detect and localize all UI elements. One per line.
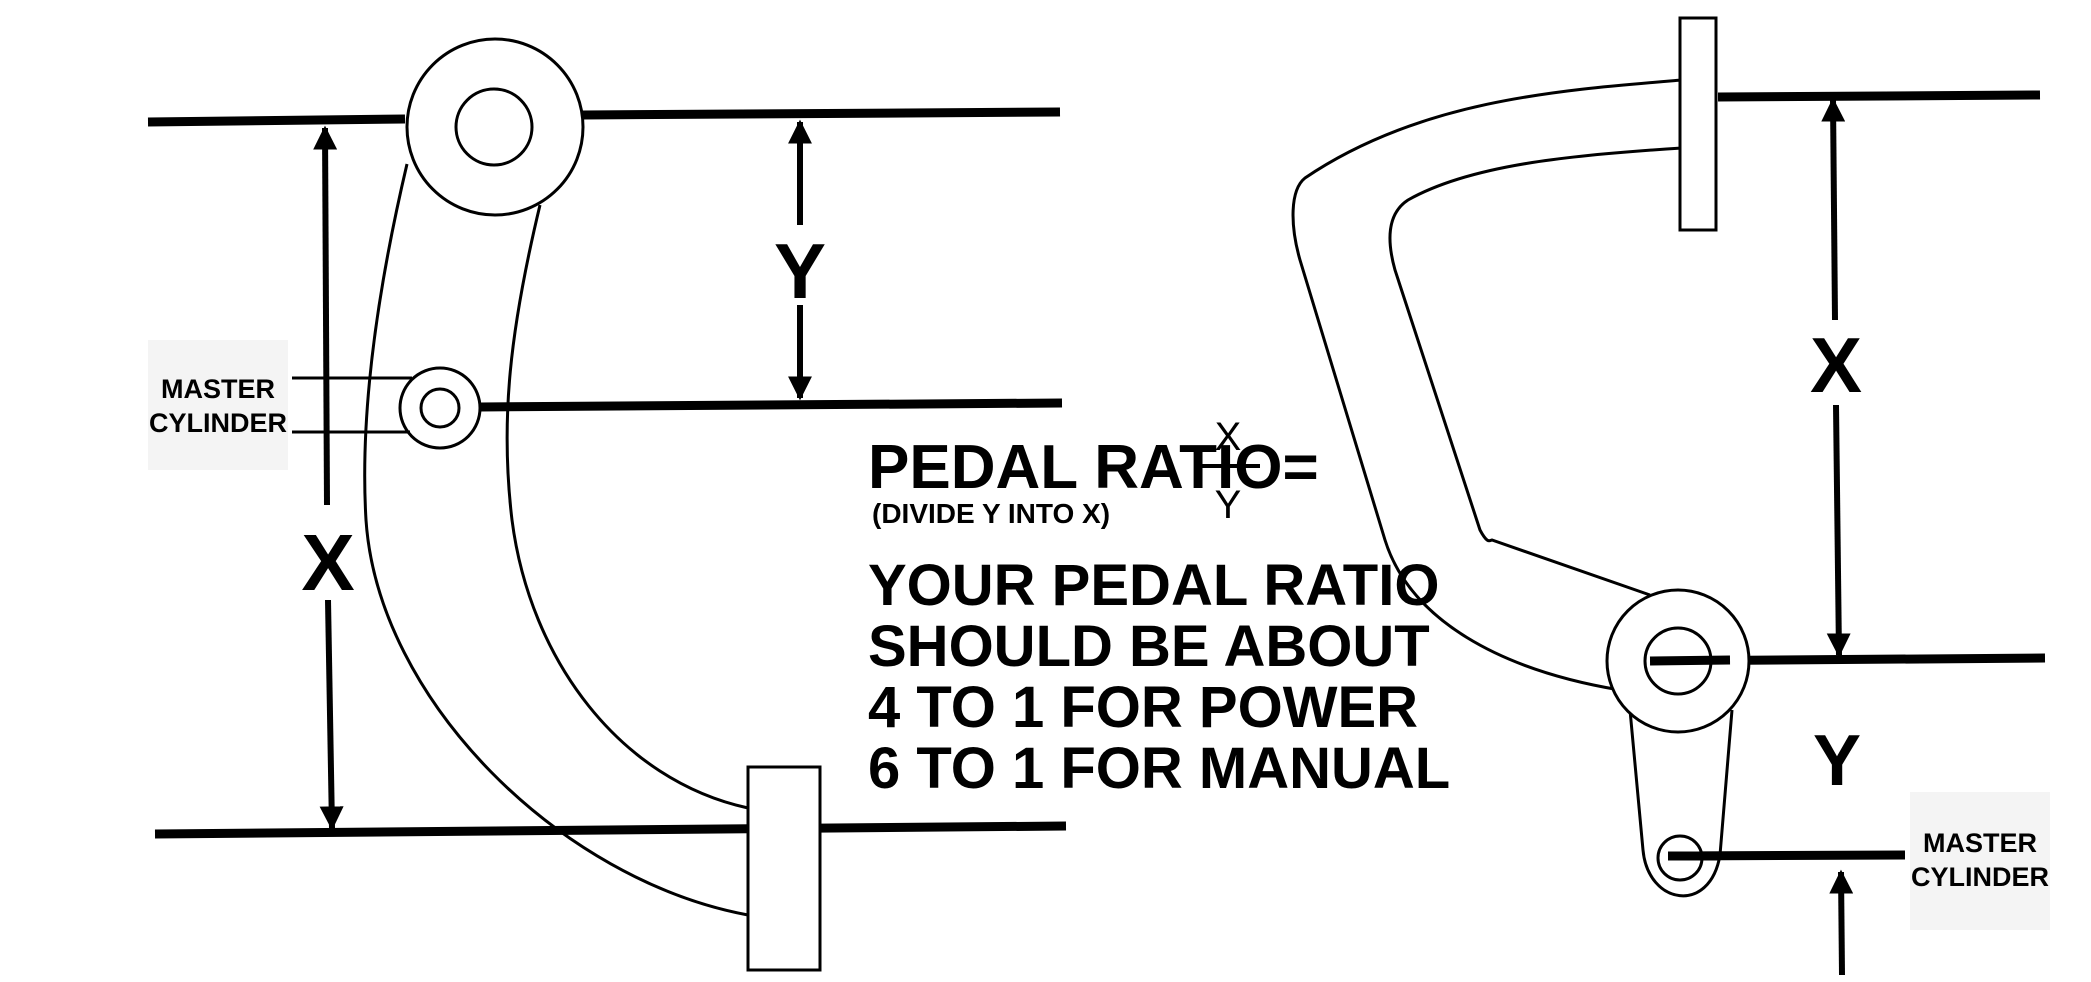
left-pedal-arm-inner — [505, 204, 749, 810]
left-pedal-arm-outer — [363, 163, 749, 917]
left-mc-mount-inner — [419, 387, 461, 429]
right-mc-label-bg — [1910, 792, 2050, 930]
left-mc-label-line1: MASTER — [161, 374, 275, 404]
formula-numerator: X — [1215, 415, 1242, 459]
right-mc-label-line1: MASTER — [1923, 828, 2037, 858]
advice-line-4: 6 TO 1 FOR MANUAL — [868, 736, 1450, 801]
left-y-label: Y — [774, 227, 826, 315]
formula-block: PEDAL RATIO= X Y (DIVIDE Y INTO X) — [868, 415, 1319, 529]
right-y-dimension-arrow-bottom — [1829, 869, 1854, 976]
left-mc-label-bg — [148, 340, 288, 470]
left-pedal-diagram: X Y MASTER CYLINDER — [147, 37, 1067, 972]
left-master-cylinder-reference-line — [479, 398, 1063, 412]
right-pedal-pad — [1678, 16, 1718, 232]
left-pivot-reference-line — [147, 114, 406, 127]
right-x-label: X — [1810, 321, 1862, 409]
left-pivot-inner — [454, 87, 534, 167]
left-x-dimension-arrow-bottom — [319, 599, 344, 831]
left-x-dimension-arrow-top — [313, 125, 338, 506]
left-x-label: X — [301, 518, 354, 607]
right-pedal-arm-inner — [1388, 146, 1683, 597]
advice-line-2: SHOULD BE ABOUT — [868, 614, 1430, 679]
right-y-label: Y — [1813, 721, 1861, 801]
advice-block: YOUR PEDAL RATIO SHOULD BE ABOUT 4 TO 1 … — [868, 553, 1450, 801]
advice-line-3: 4 TO 1 FOR POWER — [868, 675, 1418, 740]
right-lever-arm — [1628, 709, 1734, 898]
formula-note: (DIVIDE Y INTO X) — [872, 498, 1110, 529]
right-mc-label-line2: CYLINDER — [1911, 862, 2049, 892]
right-pedal-pad-reference-line — [1717, 90, 2041, 102]
right-x-dimension-arrow-top — [1821, 97, 1846, 321]
right-pedal-diagram: X Y MASTER CYLINDER — [1291, 16, 2050, 976]
formula-denominator: Y — [1215, 483, 1242, 527]
left-mc-label-line2: CYLINDER — [149, 408, 287, 438]
right-pedal-arm-outer — [1291, 78, 1683, 692]
right-x-dimension-arrow-bottom — [1826, 404, 1851, 658]
left-pivot-reference-line-right — [582, 107, 1061, 120]
advice-line-1: YOUR PEDAL RATIO — [868, 553, 1439, 618]
left-pedal-pad — [746, 765, 822, 972]
left-pedal-pad-reference-line — [154, 821, 1067, 839]
right-pivot-line-overlay — [1649, 655, 1731, 666]
